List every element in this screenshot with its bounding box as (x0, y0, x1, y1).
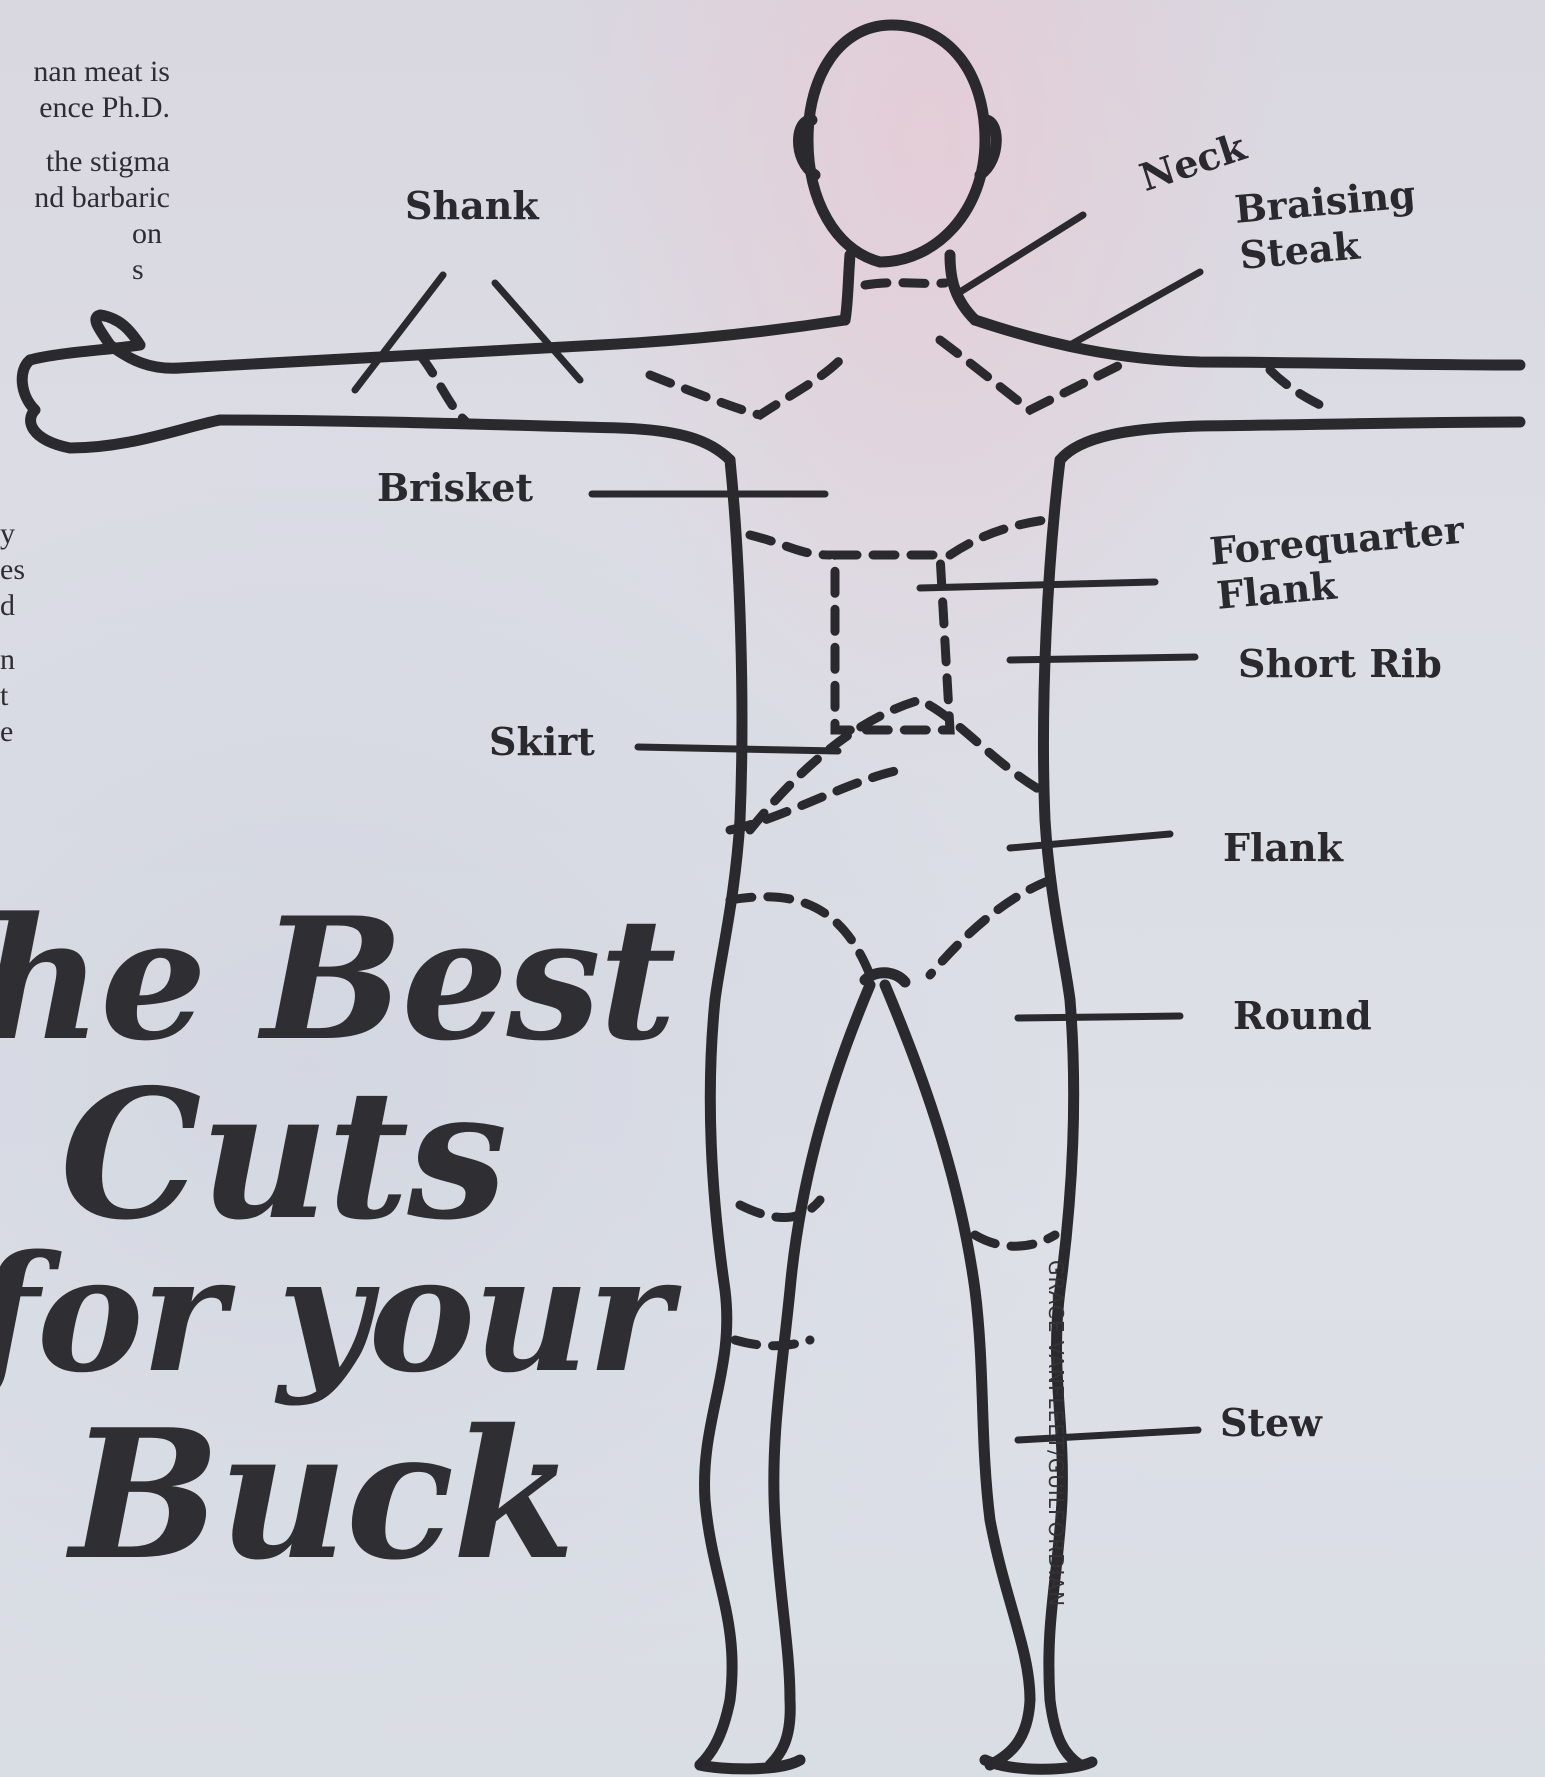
head-outline (808, 25, 985, 262)
leader-forequarter-flank (920, 582, 1155, 588)
label-short-rib: Short Rib (1238, 644, 1442, 684)
neck-outline-left (845, 255, 850, 320)
label-flank: Flank (1223, 828, 1343, 868)
label-stew: Stew (1220, 1403, 1322, 1443)
right-arm-bottom (1060, 422, 1520, 460)
right-leg-inner (885, 985, 1030, 1765)
cut-line-hip (730, 897, 870, 975)
photo-credit: GRACE VANFLEET/GUILFORDIAN (1044, 1260, 1068, 1607)
leader-round (1018, 1016, 1180, 1018)
label-round: Round (1233, 996, 1372, 1036)
cut-line-shin-left (735, 1340, 810, 1346)
cut-line-rib-right (950, 520, 1045, 555)
leader-shank-2 (495, 283, 580, 380)
label-forequarter-flank-line2: Flank (1215, 566, 1338, 616)
cut-line-knee-right (975, 1235, 1055, 1246)
label-braising-steak-line2: Steak (1238, 226, 1361, 276)
left-leg-inner (770, 985, 870, 1765)
cut-line-forearm-right (1270, 370, 1330, 410)
cut-line-belly (750, 700, 1040, 830)
cut-line-shoulder-left (650, 360, 840, 415)
label-skirt: Skirt (489, 722, 595, 762)
torso-left-side (715, 460, 742, 1000)
right-arm-top (975, 320, 1520, 365)
leader-flank (1010, 834, 1170, 848)
right-foot (985, 1760, 1092, 1769)
torso-right-side (1043, 460, 1070, 1000)
cut-line-chest (750, 535, 830, 555)
label-shank: Shank (405, 186, 539, 226)
cut-line-upperarm-left (420, 355, 470, 425)
cut-line-hip-right (930, 880, 1050, 975)
left-foot (700, 1760, 800, 1769)
leader-neck (960, 215, 1083, 292)
left-leg-outer (700, 1000, 732, 1765)
leader-short-rib (1010, 657, 1195, 660)
leader-skirt (638, 747, 838, 751)
cut-line-neck (865, 283, 945, 285)
left-arm-bottom (220, 420, 730, 460)
leader-braising-steak (1070, 272, 1200, 345)
label-brisket: Brisket (377, 468, 533, 508)
